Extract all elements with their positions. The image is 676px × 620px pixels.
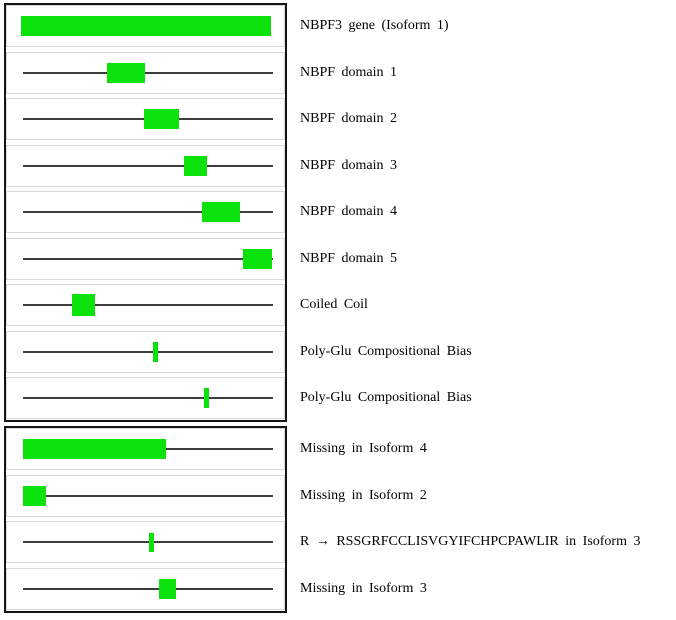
feature-bar (23, 439, 166, 459)
feature-row (6, 428, 285, 470)
feature-row (6, 567, 285, 610)
feature-label: NBPF domain 2 (300, 111, 398, 126)
feature-label: Poly-Glu Compositional Bias (300, 390, 472, 405)
feature-row (6, 5, 285, 47)
feature-label: NBPF domain 4 (300, 204, 398, 219)
feature-row (6, 51, 285, 94)
feature-label: Missing in Isoform 4 (300, 441, 427, 456)
feature-label: NBPF domain 3 (300, 157, 398, 173)
feature-box (202, 202, 240, 222)
feature-box (159, 578, 176, 599)
feature-box (184, 155, 207, 176)
feature-label: NBPF3 gene (Isoform 1) (300, 18, 449, 33)
feature-box (107, 62, 145, 83)
feature-row (6, 191, 285, 233)
feature-row (6, 521, 285, 563)
sequence-line (23, 71, 273, 74)
feature-tick (153, 341, 158, 362)
feature-label: NBPF domain 5 (300, 250, 398, 266)
sequence-line (23, 211, 273, 213)
sequence-line (23, 257, 273, 260)
sequence-line (23, 350, 273, 353)
feature-label: Poly-Glu Compositional Bias (300, 343, 472, 359)
feature-labels-column: NBPF3 gene (Isoform 1) NBPF domain 1 NBPF … (300, 0, 676, 620)
feature-tick (149, 532, 154, 552)
feature-label: NBPF domain 1 (300, 64, 398, 80)
feature-row (6, 144, 285, 187)
feature-row (6, 330, 285, 373)
feature-label: Missing in Isoform 3 (300, 580, 427, 596)
feature-row (6, 284, 285, 326)
feature-row (6, 237, 285, 280)
feature-tick (204, 388, 209, 408)
feature-box (243, 248, 272, 269)
feature-label: Coiled Coil (300, 297, 368, 312)
feature-box (144, 109, 179, 129)
feature-panel-isoforms (4, 426, 287, 613)
sequence-line (23, 541, 273, 543)
feature-row (6, 377, 285, 419)
sequence-line (23, 397, 273, 399)
sequence-line (23, 164, 273, 167)
feature-row (6, 98, 285, 140)
sequence-line (23, 494, 273, 497)
feature-box (72, 294, 95, 316)
feature-box (23, 485, 46, 506)
feature-row (6, 474, 285, 517)
feature-label: R → RSSGRFCCLISVGYIFCHPCPAWLIR in Isofor… (300, 534, 641, 549)
sequence-line (23, 304, 273, 306)
feature-bar (21, 16, 271, 36)
feature-panel-main (4, 3, 287, 422)
feature-label: Missing in Isoform 2 (300, 487, 427, 503)
sequence-line (23, 587, 273, 590)
